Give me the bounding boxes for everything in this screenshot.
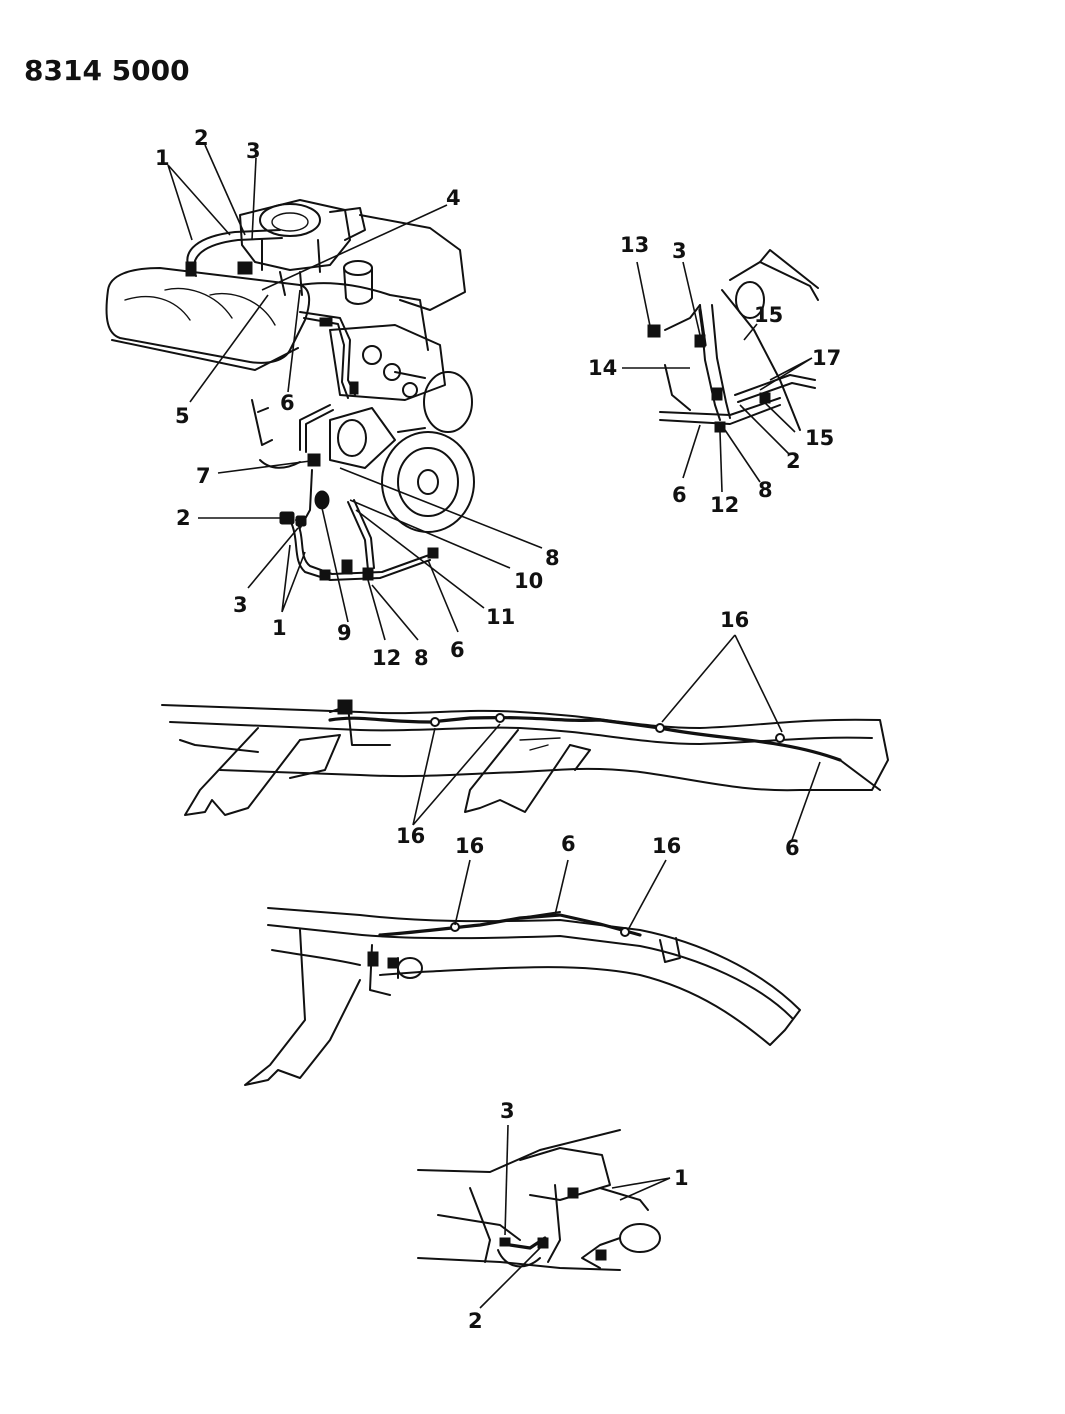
callout-engine-5: 5	[175, 404, 190, 428]
callout-engine-1: 1	[155, 146, 170, 170]
callout-detail-8: 8	[758, 478, 773, 502]
callout-engine-7: 7	[196, 464, 211, 488]
callout-detail-2: 2	[786, 449, 801, 473]
front-frame-leader-lines	[412, 634, 821, 841]
frame-callouts: 16 16 6 16 6 16	[396, 608, 800, 860]
detail-callouts: 13 3 15 17 14 15 2 8 6 12	[588, 233, 841, 517]
callout-engine-2b: 2	[176, 506, 191, 530]
callout-engine-4: 4	[446, 186, 461, 210]
callout-frame-16b: 16	[396, 824, 425, 848]
callout-detail-15b: 15	[805, 426, 834, 450]
callout-engine-6b: 6	[450, 638, 465, 662]
callout-engine-3: 3	[246, 139, 261, 163]
callout-detail-17: 17	[812, 346, 841, 370]
rear-frame-leader-lines	[454, 859, 667, 931]
callout-under-2: 2	[468, 1309, 483, 1333]
front-frame-rail-illustration	[161, 699, 889, 816]
rear-frame-rail-illustration	[244, 907, 801, 1086]
callout-engine-2: 2	[194, 126, 209, 150]
callout-rear-16b: 16	[652, 834, 681, 858]
callout-detail-15: 15	[754, 303, 783, 327]
callout-engine-8b: 8	[545, 546, 560, 570]
callout-engine-11: 11	[486, 605, 515, 629]
underbody-detail-illustration	[417, 1129, 661, 1271]
callout-engine-12: 12	[372, 646, 401, 670]
detail-leader-lines	[622, 261, 813, 493]
detail-view-illustration	[647, 249, 819, 433]
underbody-leader-lines	[479, 1124, 671, 1309]
engine-leader-lines	[167, 144, 543, 641]
callout-engine-9: 9	[337, 621, 352, 645]
callout-engine-1b: 1	[272, 616, 287, 640]
callout-detail-3: 3	[672, 239, 687, 263]
callout-detail-12: 12	[710, 493, 739, 517]
drawing-number: 8314 5000	[24, 54, 190, 87]
callout-engine-8: 8	[414, 646, 429, 670]
callout-frame-16a: 16	[720, 608, 749, 632]
callout-engine-10: 10	[514, 569, 543, 593]
callout-detail-6: 6	[672, 483, 687, 507]
callout-rear-16a: 16	[455, 834, 484, 858]
callout-engine-6: 6	[280, 391, 295, 415]
engine-callouts: 1 2 3 4 5 6 7 2 3 1 9 12 8 6 11 10 8	[155, 126, 560, 670]
callout-rear-6: 6	[561, 832, 576, 856]
callout-detail-14: 14	[588, 356, 617, 380]
callout-under-3: 3	[500, 1099, 515, 1123]
callout-engine-3b: 3	[233, 593, 248, 617]
callout-detail-13: 13	[620, 233, 649, 257]
callout-under-1: 1	[674, 1166, 689, 1190]
underbody-callouts: 3 1 2	[468, 1099, 689, 1333]
callout-frame-6: 6	[785, 836, 800, 860]
engine-assembly-illustration	[105, 199, 475, 581]
